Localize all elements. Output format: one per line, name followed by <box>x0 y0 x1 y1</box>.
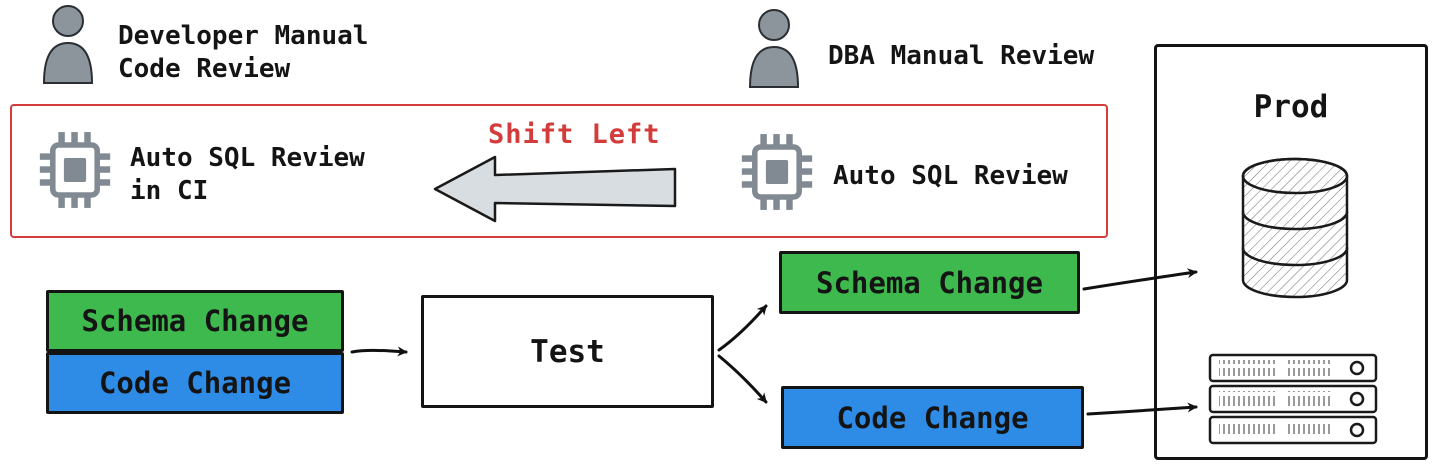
server-rack-icon <box>1207 352 1379 450</box>
shift-left-arrow-icon <box>432 152 678 226</box>
database-icon <box>1239 152 1351 304</box>
test-label: Test <box>530 333 605 370</box>
arrow-test-to-code <box>717 354 768 404</box>
schema-change-right-node: Schema Change <box>779 251 1080 314</box>
shift-left-label: Shift Left <box>488 119 661 150</box>
auto-sql-ci-chip-icon <box>38 130 112 210</box>
prod-label: Prod <box>1253 89 1329 125</box>
schema-change-left-node: Schema Change <box>46 290 344 352</box>
code-change-right-label: Code Change <box>836 400 1029 435</box>
shift-left-band <box>10 104 1108 238</box>
arrow-stack-to-test <box>350 346 408 357</box>
schema-change-left-label: Schema Change <box>81 304 309 338</box>
auto-sql-label: Auto SQL Review <box>833 161 1068 191</box>
code-change-left-label: Code Change <box>98 366 292 400</box>
test-node: Test <box>421 295 714 408</box>
dba-review-label: DBA Manual Review <box>828 41 1095 71</box>
prod-container: Prod <box>1154 44 1428 460</box>
auto-sql-chip-icon <box>740 132 814 212</box>
arrow-test-to-schema <box>717 304 768 352</box>
developer-person-icon <box>38 4 98 84</box>
dba-person-icon <box>744 8 804 88</box>
code-change-left-node: Code Change <box>46 352 344 414</box>
developer-review-label: Developer Manual Code Review <box>118 21 369 85</box>
auto-sql-ci-label: Auto SQL Review in CI <box>130 143 365 207</box>
schema-change-right-label: Schema Change <box>816 265 1043 300</box>
code-change-right-node: Code Change <box>781 386 1084 449</box>
